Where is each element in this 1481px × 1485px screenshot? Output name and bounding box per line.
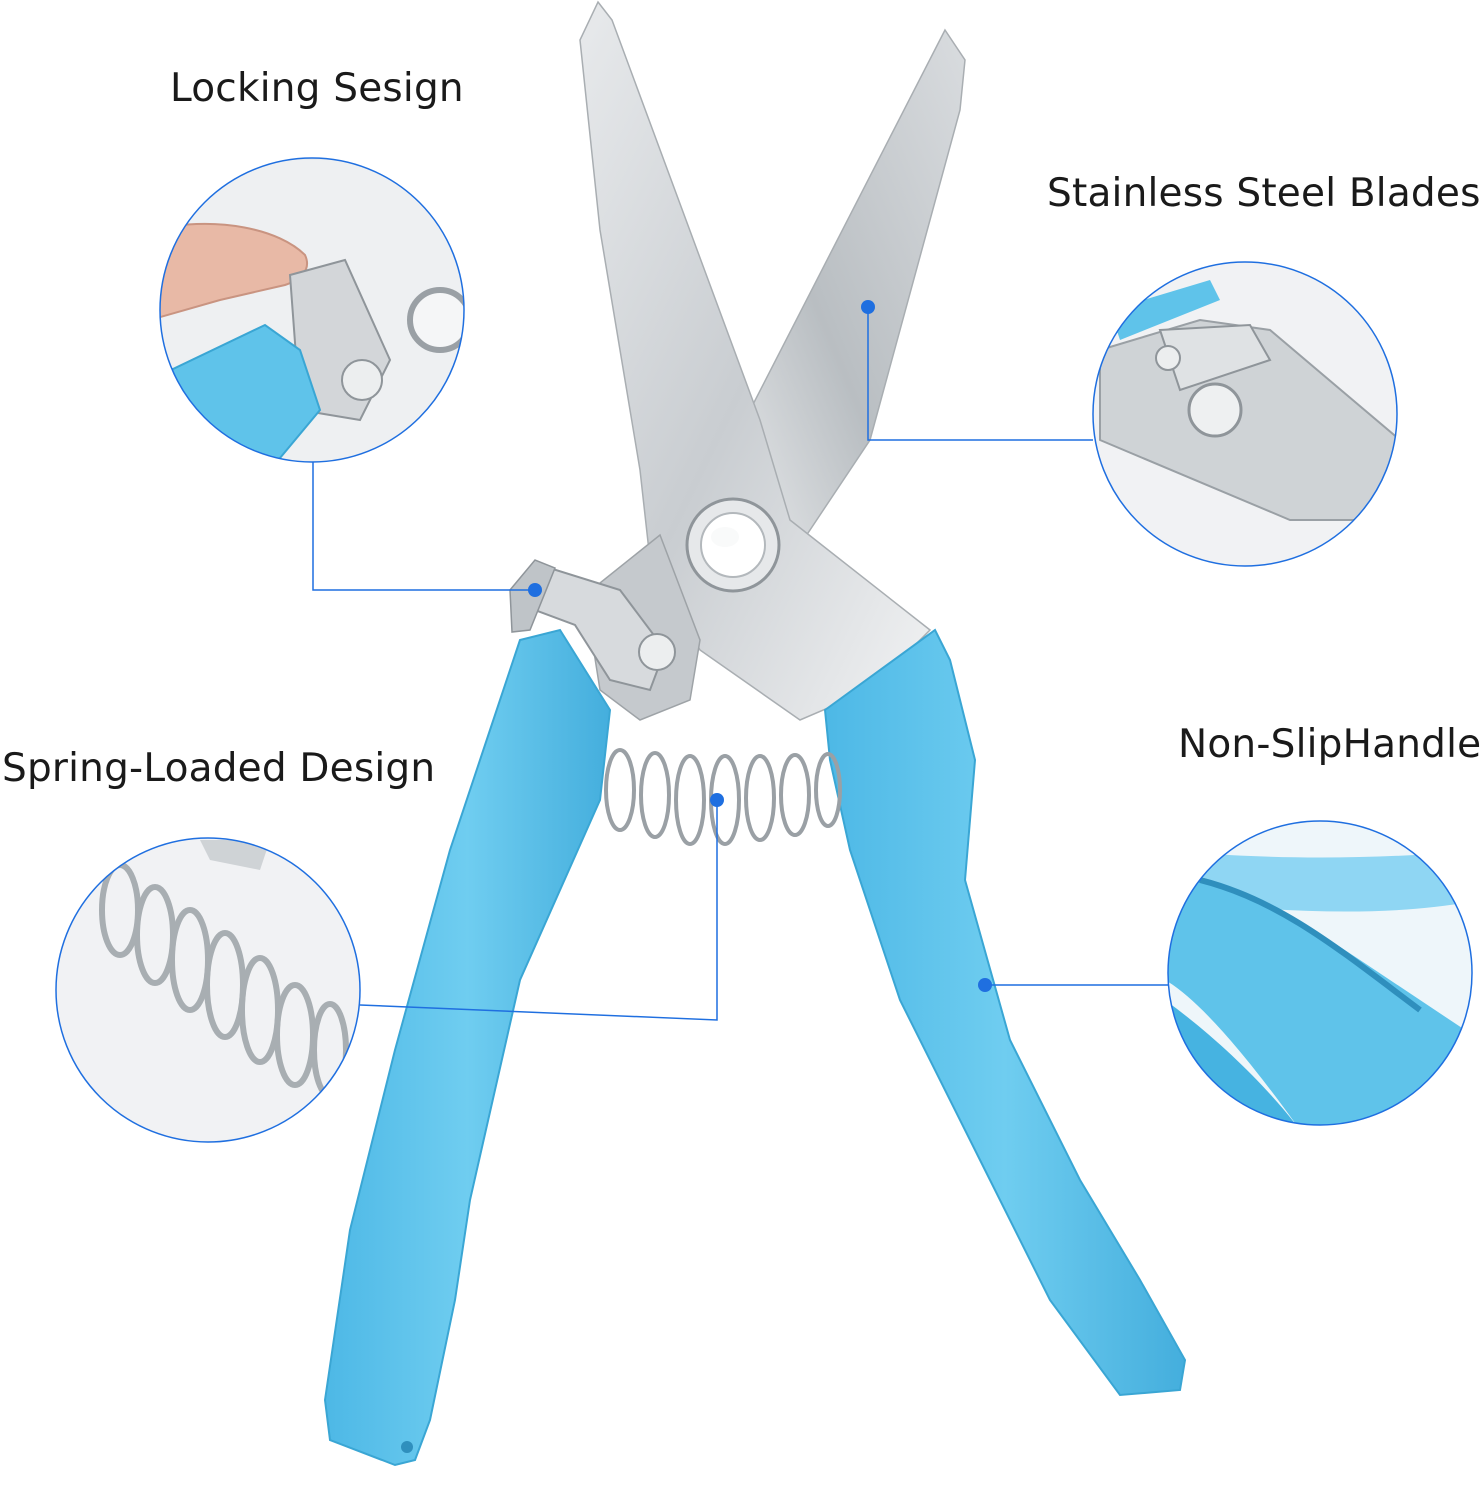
handle-hole (401, 1441, 413, 1453)
pivot-screw (685, 497, 781, 593)
feature-label-locking: Locking Sesign (170, 66, 464, 111)
callout-dots (528, 300, 992, 992)
left-handle (323, 628, 612, 1467)
callout-lines (312, 307, 1168, 1021)
zoom-circle-handle (1167, 820, 1473, 1126)
callout-line-blades (867, 307, 1093, 441)
zoom-circle-blades (1092, 261, 1398, 567)
right-handle (823, 628, 1187, 1397)
callout-line-locking (312, 462, 535, 591)
zoom-circle-locking (159, 157, 465, 463)
feature-label-blades: Stainless Steel Blades (1047, 171, 1481, 216)
callout-dot-blades (861, 300, 875, 314)
callout-dot-spring (710, 793, 724, 807)
zoom-circle-spring (55, 837, 361, 1143)
feature-label-spring: Spring-Loaded Design (2, 746, 436, 791)
feature-label-handle: Non-SlipHandle (1178, 722, 1481, 767)
locking-latch (509, 559, 676, 692)
callout-dot-handle (978, 978, 992, 992)
scissors (323, 0, 1187, 1467)
left-blade (579, 0, 932, 721)
callout-dot-locking (528, 583, 542, 597)
callout-line-spring (359, 800, 718, 1021)
